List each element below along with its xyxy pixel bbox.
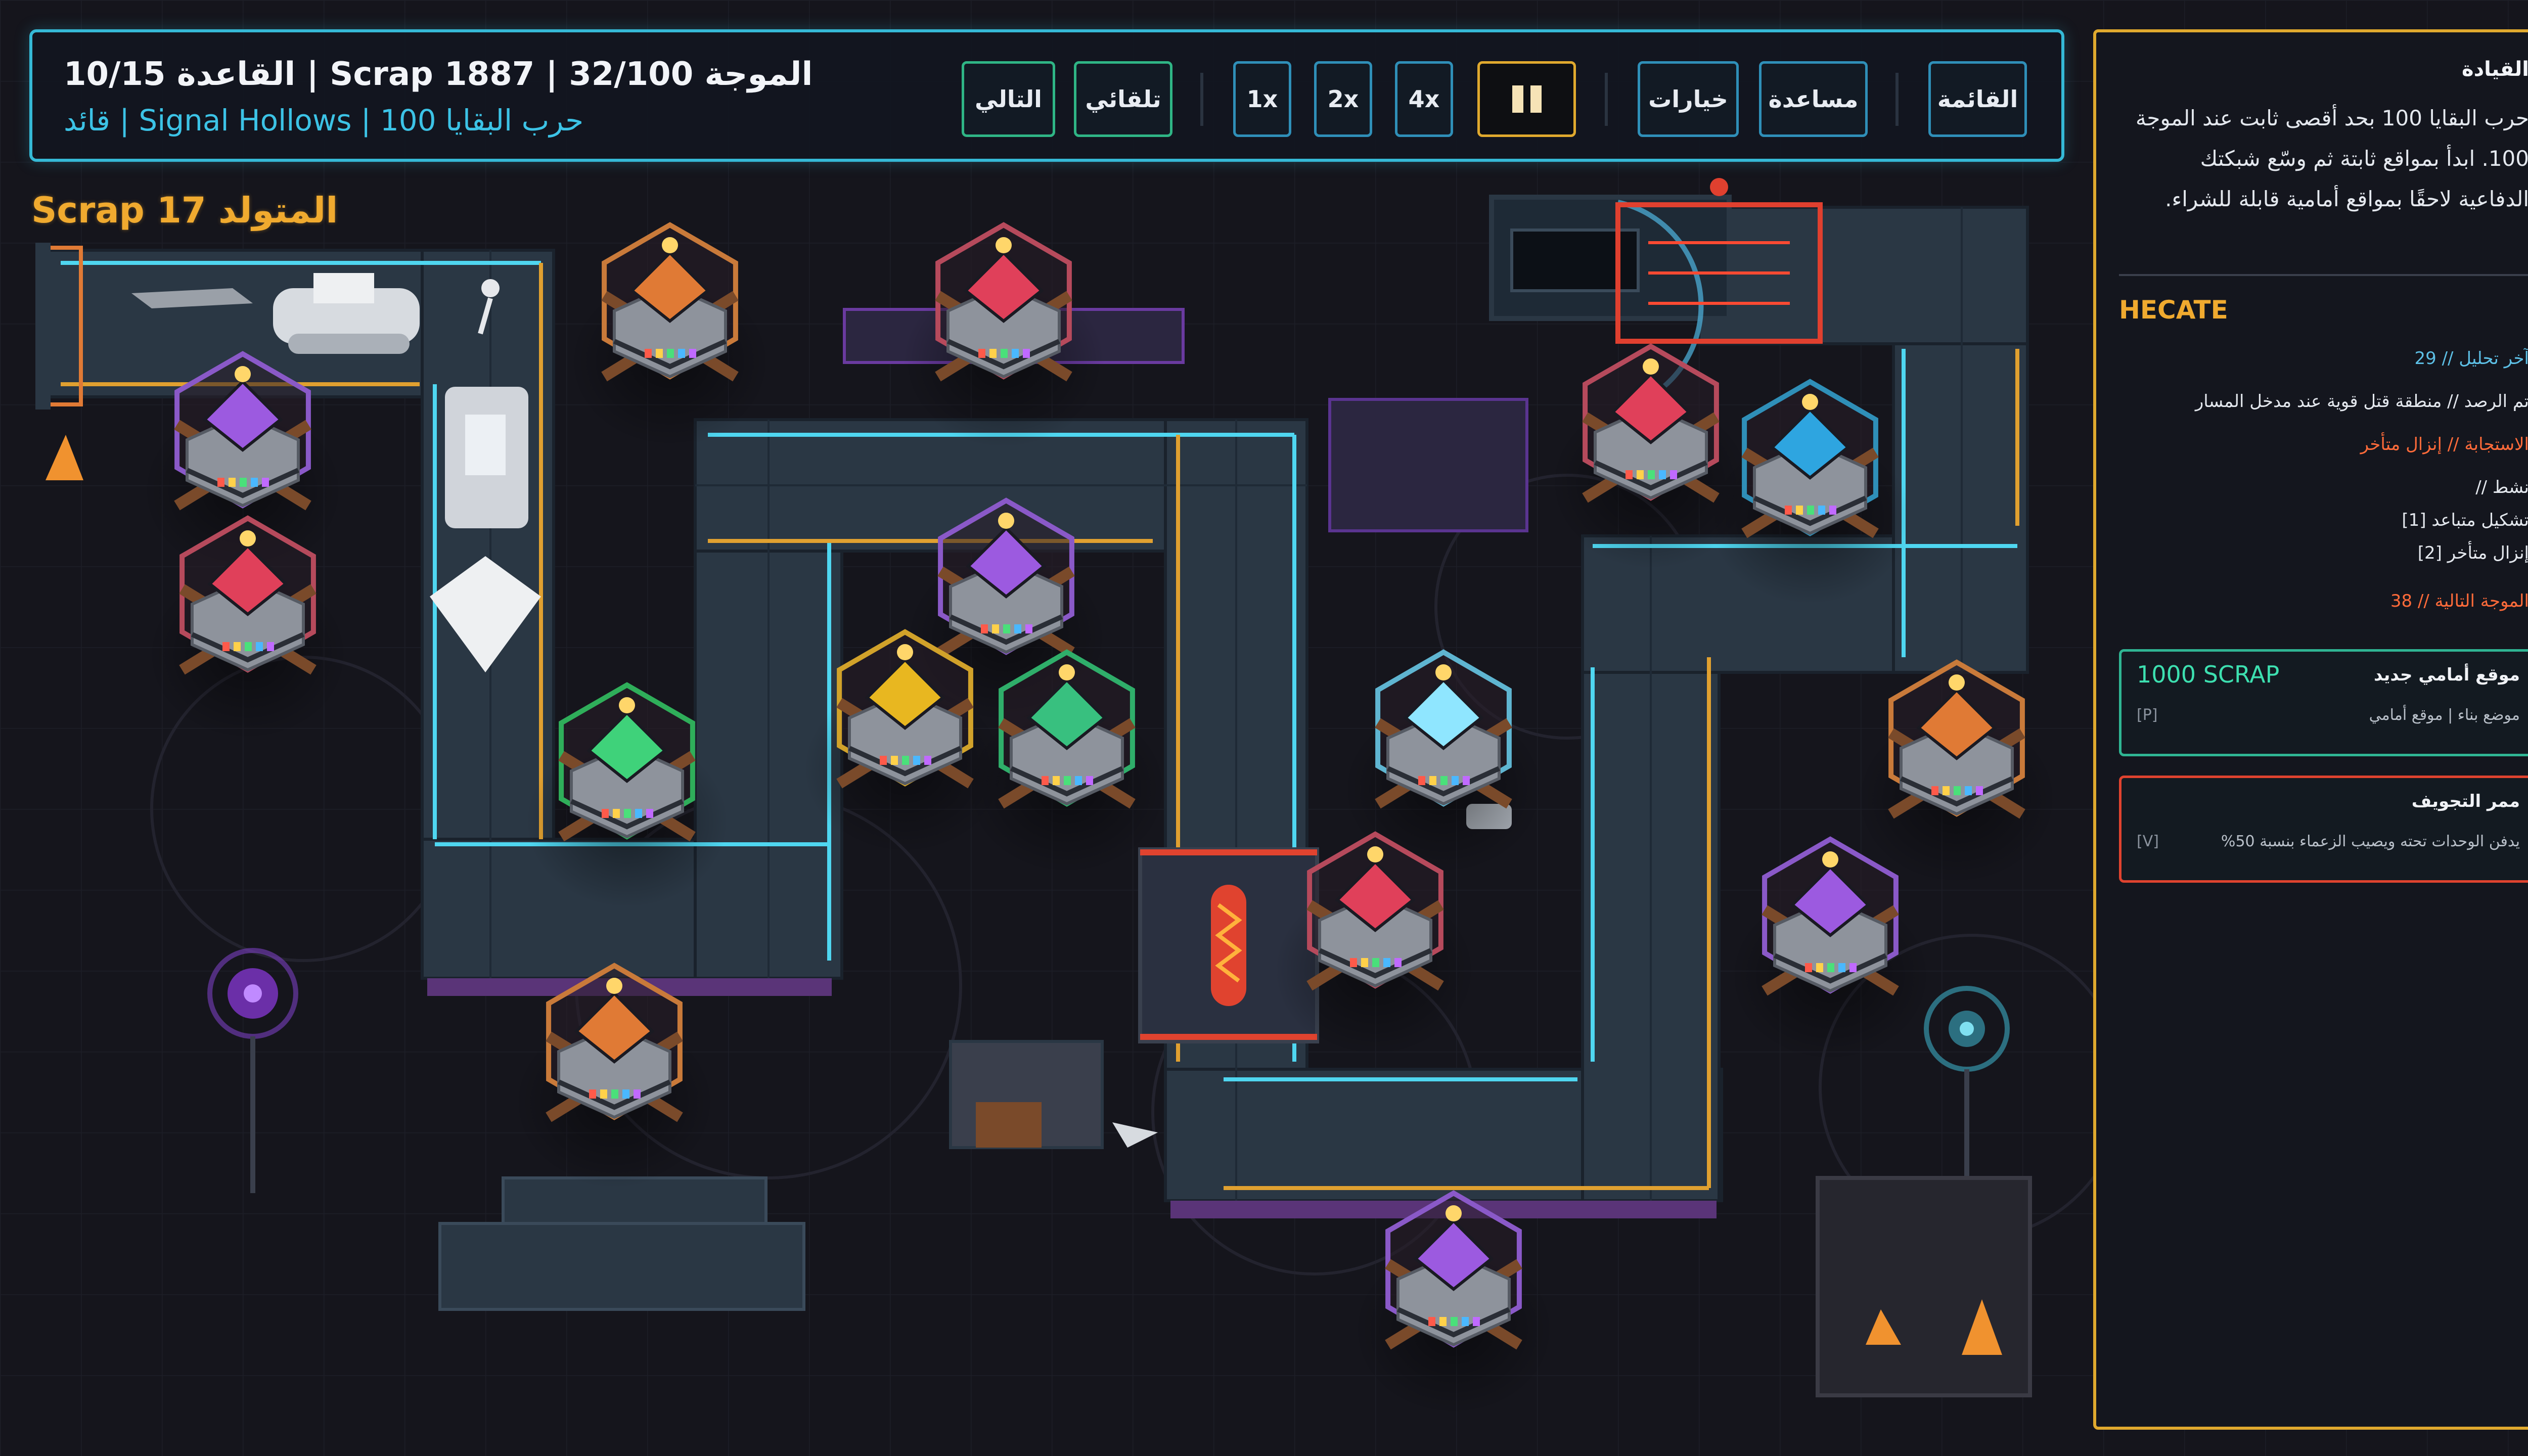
active-modifier-1: تشكيل متباعد [1]: [2402, 510, 2528, 530]
scrap-counter: Scrap 1887: [330, 56, 535, 93]
hud-separator: |: [546, 56, 558, 93]
auto-button[interactable]: تلقائي: [1074, 61, 1172, 137]
enemy-tank[interactable]: [273, 273, 420, 354]
enemy-units[interactable]: [131, 273, 1512, 1148]
hud-separator: |: [306, 56, 319, 93]
tower-red[interactable]: [1550, 343, 1752, 569]
fire-hazard: [46, 435, 2002, 1355]
pause-button[interactable]: [1477, 61, 1576, 137]
base-health: القاعدة 10/15: [64, 56, 296, 93]
card-description: موضع بناء | موقع أمامي: [2369, 706, 2520, 724]
tower-layer[interactable]: [142, 222, 2058, 1416]
tower-red[interactable]: [147, 515, 349, 741]
observation-text: تم الرصد // منطقة قتل قوية عند مدخل المس…: [2195, 391, 2528, 412]
tower-purple[interactable]: [1352, 1190, 1555, 1416]
tower-red[interactable]: [902, 222, 1105, 447]
map-name: Signal Hollows: [139, 103, 352, 138]
pause-icon: [1530, 85, 1542, 113]
vent-card[interactable]: ممر التجويف يدفن الوحدات تحته ويصيب الزع…: [2119, 776, 2528, 883]
last-analysis: آخر تحليل // 29: [2414, 348, 2528, 369]
card-hotkey: [V]: [2137, 833, 2159, 850]
hud-mode-line: قائد | Signal Hollows | حرب البقايا 100: [64, 103, 583, 138]
next-wave-button[interactable]: التالي: [962, 61, 1055, 137]
command-description: حرب البقايا 100 بحد أقصى ثابت عند الموجة…: [2135, 106, 2528, 211]
top-hud: الموجة 32/100 | Scrap 1887 | القاعدة 10/…: [29, 29, 2064, 162]
tower-ice[interactable]: [1342, 649, 1545, 875]
spawn-gate: [35, 243, 83, 410]
enemy-commander-name: HECATE: [2119, 295, 2228, 325]
enemy-scout[interactable]: [131, 288, 253, 308]
purple-beacon[interactable]: [207, 948, 298, 1193]
speed-1x-button[interactable]: 1x: [1233, 61, 1291, 137]
tower-green[interactable]: [966, 649, 1168, 875]
menu-button[interactable]: القائمة: [1928, 61, 2027, 137]
enemy-apc[interactable]: [445, 387, 528, 528]
wave-counter: الموجة 32/100: [569, 56, 813, 93]
pause-icon: [1512, 85, 1523, 113]
tower-gold[interactable]: [804, 629, 1006, 854]
next-wave-text: الموجة التالية // 38: [2390, 591, 2528, 611]
tower-red[interactable]: [1274, 831, 1476, 1057]
tower-orange[interactable]: [569, 222, 771, 447]
card-hotkey: [P]: [2137, 706, 2158, 724]
generator-label: المتولد 17 Scrap: [31, 190, 338, 231]
options-button[interactable]: خيارات: [1638, 61, 1739, 137]
command-title: القيادة: [2461, 58, 2528, 81]
mode-label: حرب البقايا 100: [380, 103, 584, 138]
tower-purple[interactable]: [142, 351, 344, 576]
speed-2x-button[interactable]: 2x: [1314, 61, 1372, 137]
hud-divider: [1200, 73, 1203, 126]
response-text: الاستجابة // إنزال متأخر: [2360, 434, 2528, 454]
player-base[interactable]: [1489, 178, 1823, 412]
tower-orange[interactable]: [1856, 659, 2058, 885]
hud-separator: |: [119, 103, 129, 138]
enemy-walker[interactable]: [478, 279, 500, 335]
tower-orange[interactable]: [513, 963, 715, 1188]
active-label: نشط //: [2475, 477, 2528, 497]
hud-divider: [1895, 73, 1899, 126]
card-description: يدفن الوحدات تحته ويصيب الزعماء بنسبة 50…: [2221, 833, 2520, 850]
card-title: موقع أمامي جديد: [2374, 665, 2520, 685]
map-structures: [438, 308, 2032, 1397]
outpost-card[interactable]: موقع أمامي جديد 1000 SCRAP موضع بناء | م…: [2119, 649, 2528, 756]
hud-status-line: الموجة 32/100 | Scrap 1887 | القاعدة 10/…: [64, 56, 812, 93]
enemy-drone[interactable]: [1112, 1122, 1158, 1148]
active-modifier-2: إنزال متأخر [2]: [2417, 543, 2528, 563]
speed-4x-button[interactable]: 4x: [1395, 61, 1453, 137]
command-sidebar: القيادة حرب البقايا 100 بحد أقصى ثابت عن…: [2093, 29, 2528, 1430]
enemy-jet[interactable]: [430, 556, 541, 672]
card-title: ممر التجويف: [2411, 791, 2520, 811]
rank-label: قائد: [64, 103, 110, 138]
help-button[interactable]: مساعدة: [1759, 61, 1868, 137]
hud-separator: |: [360, 103, 371, 138]
tower-purple[interactable]: [1729, 836, 1931, 1062]
tower-blue[interactable]: [1709, 379, 1911, 604]
tower-green[interactable]: [526, 682, 728, 907]
hud-divider: [1605, 73, 1608, 126]
sidebar-divider: [2119, 274, 2528, 276]
card-cost: 1000 SCRAP: [2137, 661, 2280, 688]
